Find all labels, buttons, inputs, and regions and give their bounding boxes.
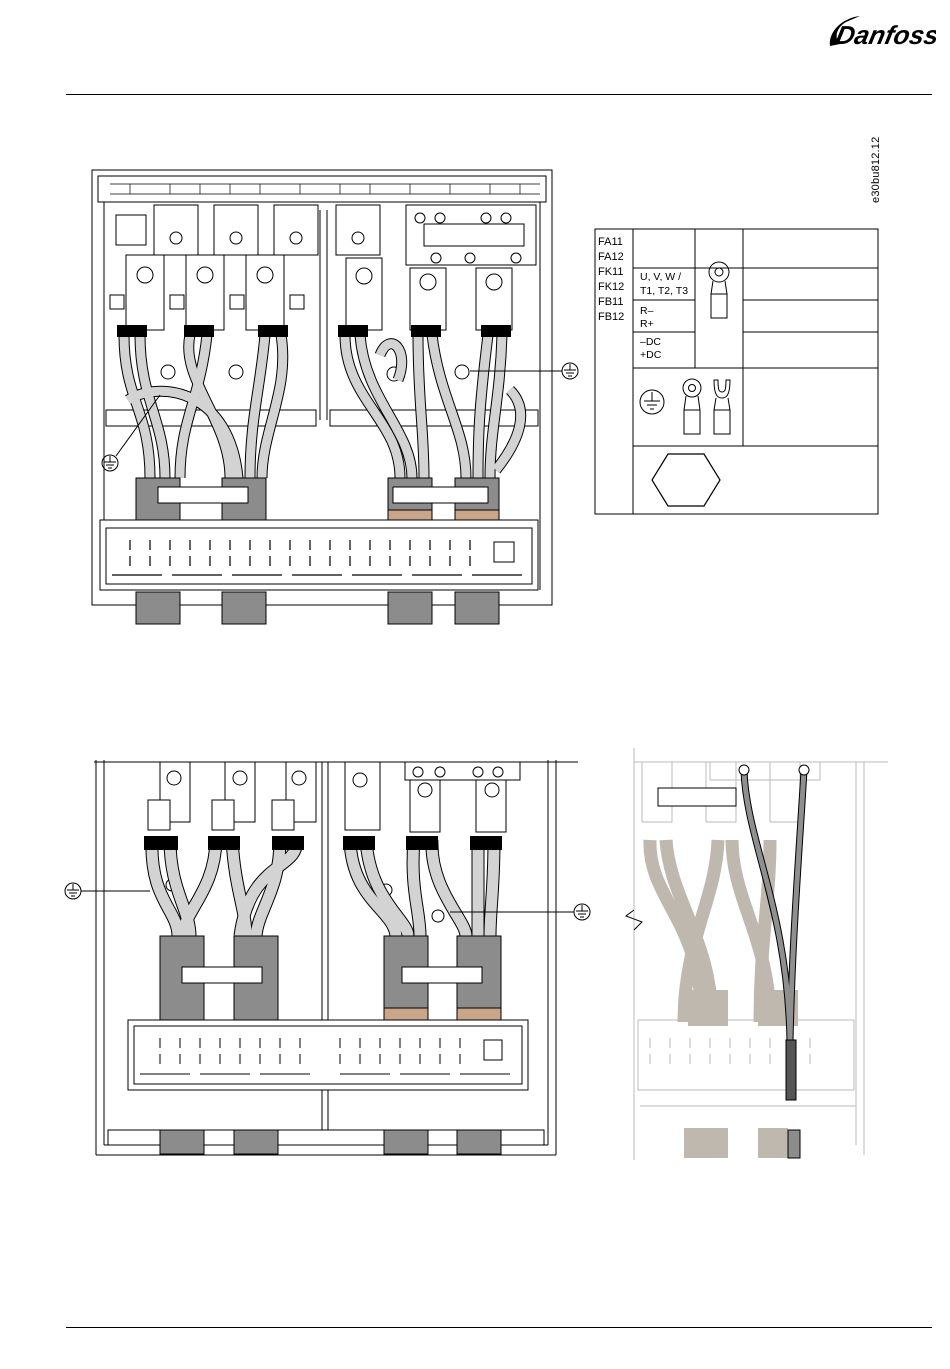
model-list: FA11 FA12 FK11 FK12 FB11 FB12 xyxy=(598,236,624,323)
model-code: FK12 xyxy=(598,281,624,293)
ring-lug-icon xyxy=(709,262,729,318)
terminal-legend-table: FA11 FA12 FK11 FK12 FB11 FB12 U, V, W / … xyxy=(594,228,884,518)
ring-lug-icon xyxy=(683,379,701,434)
terminal-label: R+ xyxy=(640,318,654,330)
bottom-right-wiring-diagram xyxy=(620,740,900,1160)
terminal-label: –DC xyxy=(640,336,661,348)
model-code: FA11 xyxy=(598,236,623,248)
gland-plate xyxy=(100,520,538,590)
terminal-label: R– xyxy=(640,305,654,317)
ground-symbol xyxy=(450,904,590,920)
footer-rule xyxy=(66,1327,932,1328)
model-code: FA12 xyxy=(598,251,624,263)
model-code: FB12 xyxy=(598,311,624,323)
terminal-label: T1, T2, T3 xyxy=(640,285,688,297)
model-code: FK11 xyxy=(598,266,623,278)
model-code: FB11 xyxy=(598,296,623,308)
terminal-label: +DC xyxy=(640,349,662,361)
ground-symbol xyxy=(640,390,664,414)
hex-nut-icon xyxy=(652,454,720,506)
cable-clamps-top xyxy=(136,478,499,522)
terminal-labels: U, V, W / T1, T2, T3 R– R+ –DC +DC xyxy=(640,271,688,361)
ground-symbol xyxy=(65,883,150,899)
terminal-label: U, V, W / xyxy=(640,271,681,283)
fork-lug-icon xyxy=(714,380,730,434)
bottom-left-wiring-diagram xyxy=(0,740,600,1170)
